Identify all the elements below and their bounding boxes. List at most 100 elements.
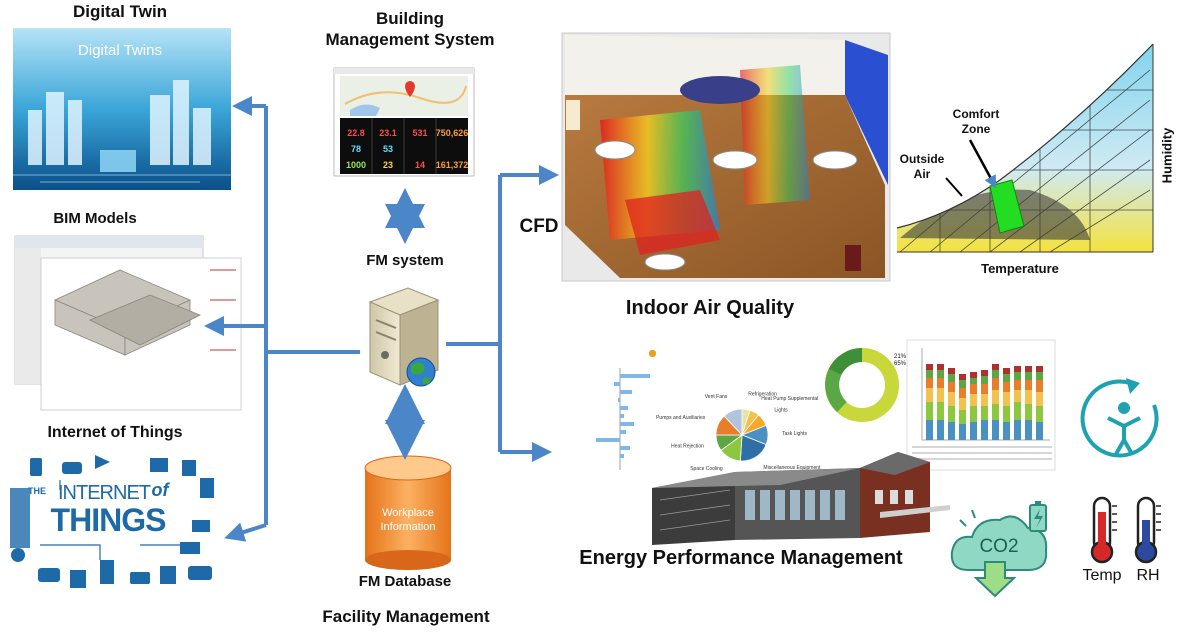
connector-arrows xyxy=(204,96,559,542)
stacked-bar-segment xyxy=(1003,382,1010,392)
db-line2: Information xyxy=(380,521,436,533)
humidity-axis-label: Humidity xyxy=(1159,127,1175,184)
pie-slice-label: Task Lights xyxy=(782,431,808,437)
facility-management-label: Facility Management xyxy=(322,607,490,626)
bms-tile-value: 23 xyxy=(383,160,393,170)
stacked-bar-segment xyxy=(959,380,966,388)
stacked-bar-segment xyxy=(1003,392,1010,406)
stacked-bar-segment xyxy=(959,398,966,410)
iot-internet: INTERNET xyxy=(58,482,151,504)
stacked-bar-segment xyxy=(1003,422,1010,440)
cfd-label: CFD xyxy=(519,216,559,237)
donut-pct-b: 65% xyxy=(893,361,906,367)
co2-label: CO2 xyxy=(979,536,1019,557)
bms-tile-value: 53 xyxy=(383,144,393,154)
stacked-bar-segment xyxy=(1036,392,1043,406)
fm-system-label: FM system xyxy=(366,252,444,269)
comfort-zone-label: Comfort Zone xyxy=(938,107,1014,137)
stacked-bar-segment xyxy=(1014,366,1021,372)
outside-air-label: Outside Air xyxy=(892,152,952,182)
pie-slice-label: Vent Fans xyxy=(705,394,728,400)
stacked-bar-segment xyxy=(981,370,988,376)
pie-slice-label: Miscellaneous Equipment xyxy=(763,465,821,471)
stacked-bar-segment xyxy=(1036,406,1043,422)
pie-slice-label: Pumps and Auxiliaries xyxy=(656,415,706,421)
stacked-bar-segment xyxy=(926,370,933,378)
bms-tile-value: 23.1 xyxy=(379,128,397,138)
energy-stacked-bar-chart xyxy=(906,339,1056,471)
temperature-axis-label: Temperature xyxy=(981,261,1059,276)
building-render xyxy=(652,452,950,545)
accessibility-person-icon xyxy=(1080,378,1159,458)
bms-title: Building Management System xyxy=(300,8,520,50)
stacked-bar-segment xyxy=(970,422,977,440)
bms-tile-value: 750,626 xyxy=(436,128,469,138)
outside-air-line2: Air xyxy=(913,167,931,181)
stacked-bar-segment xyxy=(937,370,944,378)
stacked-bar-segment xyxy=(981,384,988,394)
stacked-bar-segment xyxy=(970,406,977,422)
stacked-bar-segment xyxy=(1025,420,1032,440)
stacked-bar-segment xyxy=(981,420,988,440)
digital-twin-title: Digital Twin xyxy=(72,2,168,21)
bms-dashboard xyxy=(333,67,475,177)
iot-image xyxy=(4,450,220,600)
bim-models-title: BIM Models xyxy=(53,210,137,227)
temp-label: Temp xyxy=(1082,567,1122,584)
stacked-bar-segment xyxy=(926,420,933,440)
stacked-bar-segment xyxy=(1014,402,1021,420)
stacked-bar-segment xyxy=(1036,380,1043,392)
comfort-zone-line1: Comfort xyxy=(952,107,1000,121)
stacked-bar-segment xyxy=(937,388,944,402)
stacked-bar-segment xyxy=(981,394,988,406)
bms-tile-value: 1000 xyxy=(346,160,366,170)
fm-database-cylinder xyxy=(364,455,452,570)
stacked-bar-segment xyxy=(992,370,999,378)
stacked-bar-segment xyxy=(937,378,944,388)
pie-slice-label: Space Cooling xyxy=(690,466,723,472)
stacked-bar-segment xyxy=(926,402,933,420)
stacked-bar-segment xyxy=(1025,390,1032,404)
stacked-bar-segment xyxy=(959,374,966,380)
stacked-bar-segment xyxy=(937,420,944,440)
bms-tile-value: 78 xyxy=(351,144,361,154)
fm-database-label: FM Database xyxy=(358,573,452,590)
indoor-air-quality-label: Indoor Air Quality xyxy=(625,297,795,319)
stacked-bar-segment xyxy=(948,422,955,440)
digital-twins-banner: Digital Twins xyxy=(78,42,162,59)
iot-things: THINGS xyxy=(50,502,167,538)
stacked-bar-segment xyxy=(970,394,977,406)
stacked-bar-segment xyxy=(970,378,977,384)
db-line1: Workplace xyxy=(382,507,434,519)
stacked-bar-segment xyxy=(1014,372,1021,380)
iot-the: THE xyxy=(28,486,46,496)
pie-slice xyxy=(723,408,743,437)
stacked-bar-segment xyxy=(992,364,999,370)
stacked-bar-segment xyxy=(1036,372,1043,380)
stacked-bar-segment xyxy=(1036,366,1043,372)
stacked-bar-segment xyxy=(948,382,955,392)
stacked-bar-segment xyxy=(992,420,999,440)
pie-slice-label: Heat Pump Supplemental xyxy=(761,396,818,402)
psychrometric-chart xyxy=(896,40,1155,254)
stacked-bar-segment xyxy=(981,406,988,420)
globe-icon xyxy=(406,357,436,387)
stacked-bar-segment xyxy=(1003,368,1010,374)
stacked-bar-segment xyxy=(1025,372,1032,380)
pie-slice-label: Refrigeration xyxy=(748,391,777,397)
stacked-bar-segment xyxy=(992,378,999,390)
bms-title-line1: Building xyxy=(376,9,444,28)
bms-tile-value: 531 xyxy=(412,128,427,138)
stacked-bar-segment xyxy=(926,388,933,402)
stacked-bar-segment xyxy=(1003,406,1010,422)
iot-of: of xyxy=(151,480,169,500)
stacked-bar-segment xyxy=(1014,390,1021,402)
stacked-bar-segment xyxy=(970,372,977,378)
energy-performance-label: Energy Performance Management xyxy=(579,547,903,569)
stacked-bar-segment xyxy=(948,406,955,422)
stacked-bar-segment xyxy=(992,390,999,404)
bms-title-line2: Management System xyxy=(325,30,495,49)
